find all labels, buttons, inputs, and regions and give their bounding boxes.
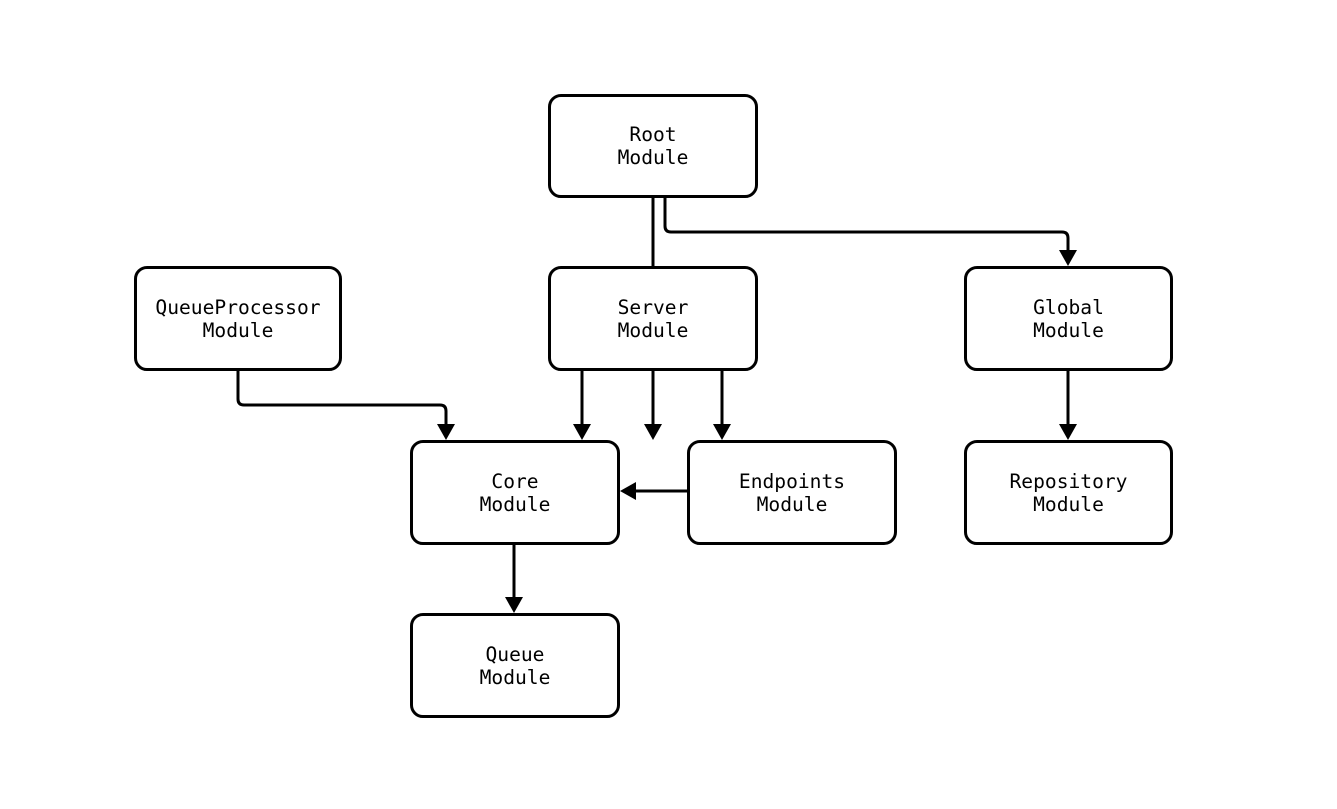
node-endpoints-module[interactable]: Endpoints Module bbox=[687, 440, 897, 545]
node-queue-module-line1: Queue bbox=[485, 642, 545, 666]
node-root-module-line1: Root bbox=[629, 123, 677, 146]
node-root-module-line2: Module bbox=[617, 146, 689, 169]
edge-global-repository bbox=[1059, 371, 1077, 440]
edge-endpoints-core bbox=[620, 482, 687, 500]
node-endpoints-module-line2: Module bbox=[756, 492, 828, 516]
node-root-module[interactable]: Root Module bbox=[548, 94, 758, 198]
node-repository-module[interactable]: Repository Module bbox=[964, 440, 1173, 545]
node-repository-module-line2: Module bbox=[1033, 492, 1104, 516]
node-endpoints-module-line1: Endpoints bbox=[738, 469, 846, 493]
node-core-module-line1: Core bbox=[491, 469, 539, 493]
edge-server-endpoints bbox=[713, 371, 731, 440]
node-global-module[interactable]: Global Module bbox=[964, 266, 1173, 371]
node-queueprocessor-module-line2: Module bbox=[202, 318, 274, 342]
edge-root-global bbox=[663, 198, 1077, 266]
node-server-module-line1: Server bbox=[617, 295, 689, 319]
edge-server-core bbox=[573, 371, 591, 440]
node-global-module-line2: Module bbox=[1033, 318, 1104, 342]
node-server-module[interactable]: Server Module bbox=[548, 266, 758, 371]
node-repository-module-line1: Repository bbox=[1009, 469, 1128, 493]
node-server-module-line2: Module bbox=[617, 318, 689, 342]
node-core-module-line2: Module bbox=[479, 492, 551, 516]
edge-queueprocessor-core bbox=[236, 371, 455, 440]
node-queueprocessor-module[interactable]: QueueProcessor Module bbox=[134, 266, 342, 371]
node-core-module[interactable]: Core Module bbox=[410, 440, 620, 545]
edge-core-queue bbox=[505, 545, 523, 613]
node-queueprocessor-module-line1: QueueProcessor bbox=[155, 295, 321, 319]
node-queue-module-line2: Module bbox=[479, 665, 551, 689]
node-queue-module[interactable]: Queue Module bbox=[410, 613, 620, 718]
node-global-module-line1: Global bbox=[1033, 295, 1104, 319]
